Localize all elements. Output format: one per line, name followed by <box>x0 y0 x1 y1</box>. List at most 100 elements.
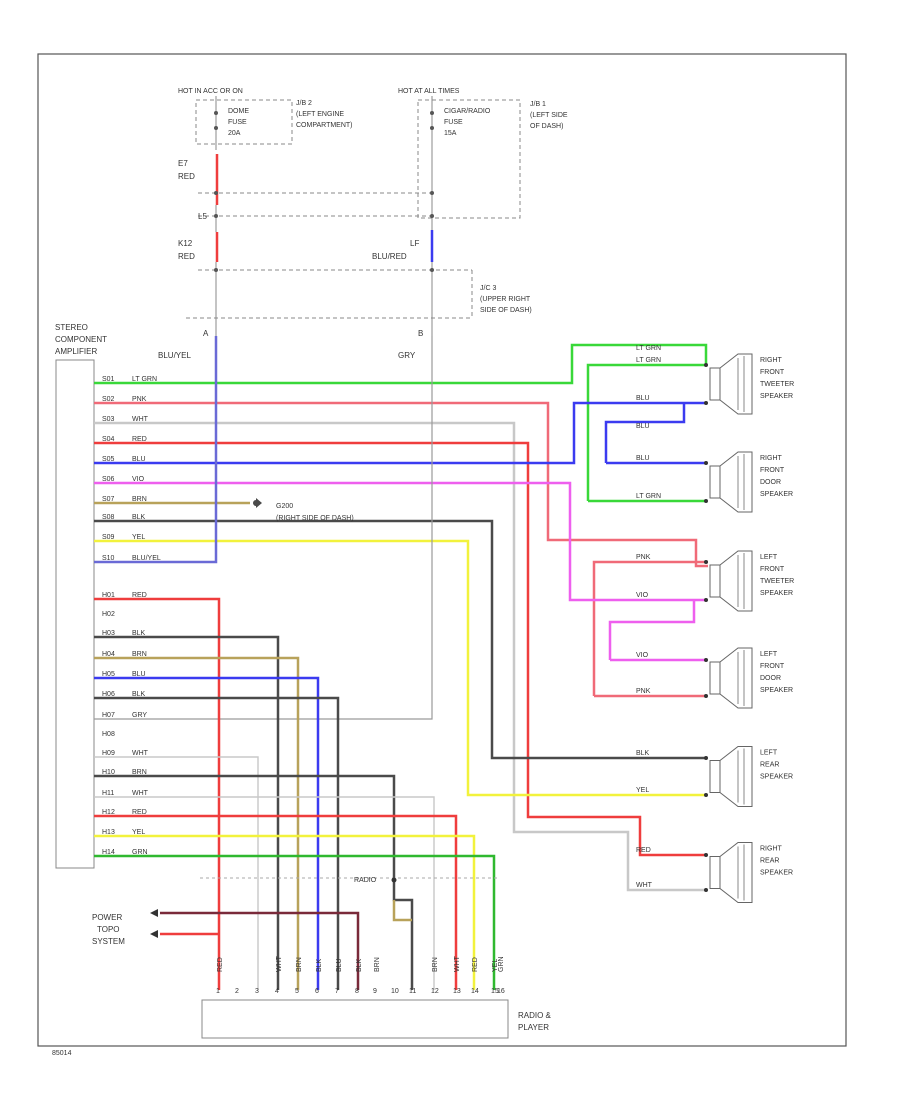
speaker-name-line: SPEAKER <box>760 774 793 781</box>
wire-lf-code: LF <box>410 239 419 248</box>
ground-label-1: G200 <box>276 503 293 510</box>
radio-pin-color: WHT <box>454 955 461 972</box>
radio-pin-color: RED <box>472 957 479 972</box>
radio-pin-color: BLK <box>356 958 363 972</box>
power-header-left: HOT IN ACC OR ON <box>178 88 243 95</box>
power-topo-arrows <box>150 909 158 938</box>
wire-s03-wht <box>94 421 706 892</box>
wire-h13-yel <box>94 834 476 990</box>
wire-s04-red <box>94 441 706 857</box>
wire-bundle <box>94 336 708 990</box>
amplifier-pin-number: S07 <box>102 496 115 503</box>
fuse-right-line2: FUSE <box>444 119 463 126</box>
ground-label-2: (RIGHT SIDE OF DASH) <box>276 515 354 522</box>
speaker-wire-bottom-label: WHT <box>636 882 653 889</box>
amplifier-pin-number: H09 <box>102 750 115 757</box>
amplifier-pin-color: WHT <box>132 416 149 423</box>
amplifier-pin-number: H05 <box>102 671 115 678</box>
speaker-name-line: FRONT <box>760 467 785 474</box>
radio-pin-color: BRN <box>374 957 381 972</box>
amplifier-pin-number: H14 <box>102 849 115 856</box>
radio-pin-number: 5 <box>295 988 299 995</box>
radio-pin-number: 4 <box>275 988 279 995</box>
speaker-name-line: SPEAKER <box>760 491 793 498</box>
wire-lf-color: BLU/RED <box>372 252 407 261</box>
radio-label-1: RADIO & <box>518 1011 552 1020</box>
wire-e7-code: E7 <box>178 159 188 168</box>
amplifier-pin-color: WHT <box>132 790 149 797</box>
radio-pin-number: 8 <box>355 988 359 995</box>
speaker-name-line: TWEETER <box>760 578 794 585</box>
amplifier-body <box>55 359 95 869</box>
wire-s02-pnk-return <box>592 560 708 698</box>
speaker-name-line: SPEAKER <box>760 870 793 877</box>
wire-gry-label: GRY <box>398 351 416 360</box>
amplifier-pin-color: PNK <box>132 396 147 403</box>
jb2-line2: (LEFT ENGINE <box>296 111 344 118</box>
radio-pin-color: BRN <box>432 957 439 972</box>
wire-h09-wht <box>94 756 259 990</box>
speaker-name-line: DOOR <box>760 479 781 486</box>
radio-pin-color: BRN <box>296 957 303 972</box>
amplifier-pin-number: S03 <box>102 416 115 423</box>
jb2-line3: COMPARTMENT) <box>296 122 353 129</box>
amplifier-pin-color: LT GRN <box>132 376 157 383</box>
radio-pin-number: 15 <box>491 988 499 995</box>
speaker-wire-bottom-label: BLU <box>636 395 650 402</box>
amplifier-pin-number: S10 <box>102 555 115 562</box>
wire-s02-pnk <box>94 401 708 568</box>
wire-s10-blu-yel <box>94 336 218 564</box>
speaker-name-line: LEFT <box>760 651 778 658</box>
speaker-name-line: FRONT <box>760 369 785 376</box>
radio-pin-color: WHT <box>276 955 283 972</box>
speaker-name-line: DOOR <box>760 675 781 682</box>
wire-h07-gry <box>94 336 433 720</box>
wire-s05-blu <box>94 401 706 465</box>
amplifier-title-1: STEREO <box>55 323 88 332</box>
amplifier-pin-color: BRN <box>132 496 147 503</box>
speaker-wire-top-label: VIO <box>636 652 649 659</box>
shield-dot <box>391 877 397 883</box>
fuse-left-line1: DOME <box>228 108 249 115</box>
amplifier-pin-number: H10 <box>102 769 115 776</box>
radio-pin-color: BLK <box>316 958 323 972</box>
speaker-name-line: REAR <box>760 762 779 769</box>
speaker-name-line: FRONT <box>760 566 785 573</box>
amplifier-pin-color: GRY <box>132 712 147 719</box>
upper-wire-blu-label: BLU <box>636 423 650 430</box>
pin-b-label: B <box>418 329 423 338</box>
jc3-line3: SIDE OF DASH) <box>480 307 532 314</box>
fuse-right-line1: CIGAR/RADIO <box>444 108 491 115</box>
amplifier-pin-color: GRN <box>132 849 148 856</box>
radio-player-box <box>201 999 509 1039</box>
wire-h14-grn <box>94 854 496 990</box>
wire-h11-wht <box>94 796 435 990</box>
amplifier-pin-number: H07 <box>102 712 115 719</box>
speaker-name-line: RIGHT <box>760 846 783 853</box>
jc3-line2: (UPPER RIGHT <box>480 296 531 303</box>
wire-s06-vio-2 <box>608 600 706 662</box>
fuse-box-jb1 <box>417 99 521 219</box>
speaker-name-line: REAR <box>760 858 779 865</box>
amplifier-pin-color: BLK <box>132 691 146 698</box>
jb1-line3: OF DASH) <box>530 123 563 130</box>
radio-pin-number: 11 <box>409 988 416 995</box>
amplifier-pin-number: H08 <box>102 731 115 738</box>
amplifier-pin-color: WHT <box>132 750 149 757</box>
wire-k12-code: K12 <box>178 239 193 248</box>
amplifier-pin-number: S09 <box>102 534 115 541</box>
radio-pin-number: 9 <box>373 988 377 995</box>
amplifier-pin-number: H01 <box>102 592 115 599</box>
wire-h01-red <box>94 597 221 990</box>
radio-pin-color: RED <box>217 957 224 972</box>
wire-s01-lt-grn-return <box>586 363 706 503</box>
shield-label: RADIO <box>354 877 377 884</box>
speaker-wire-bottom-label: PNK <box>636 688 651 695</box>
pin-a-label: A <box>203 329 209 338</box>
